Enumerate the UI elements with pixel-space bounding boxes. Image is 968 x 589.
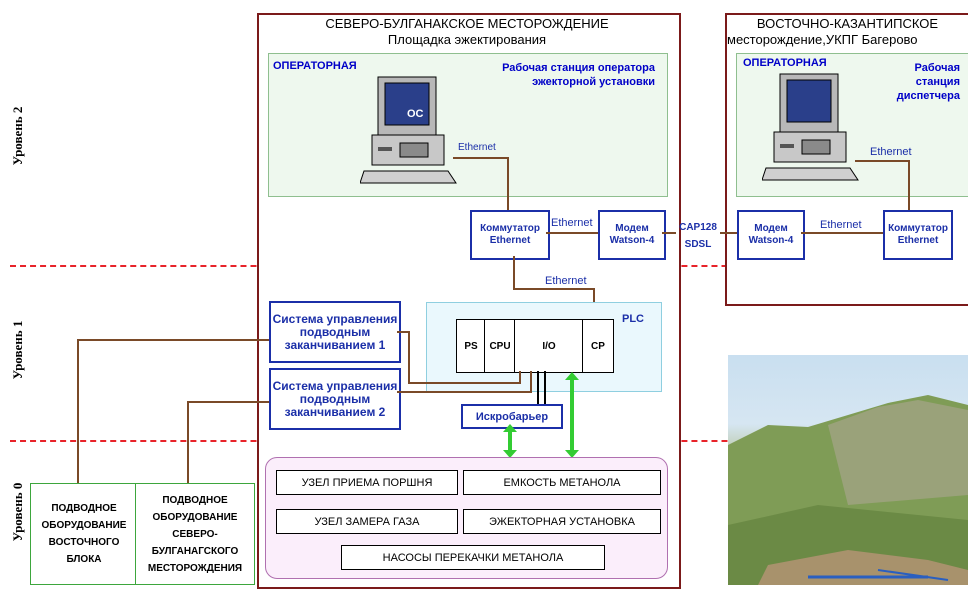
north-pc-label: OC: [407, 108, 424, 120]
east-operator-room-label: ОПЕРАТОРНАЯ: [743, 57, 827, 69]
ejector-unit[interactable]: ЭЖЕКТОРНАЯ УСТАНОВКА: [463, 509, 661, 534]
wire-pc-switch-h: [453, 157, 508, 159]
plc-label: PLC: [622, 313, 644, 325]
wire-io-barrier-1: [537, 371, 539, 404]
wire-sys1-io-h2: [408, 382, 520, 384]
methanol-tank[interactable]: ЕМКОСТЬ МЕТАНОЛА: [463, 470, 661, 495]
east-ethernet-modem-switch-label: Ethernet: [820, 219, 862, 231]
subsea-equipment-north[interactable]: ПОДВОДНОЕ ОБОРУДОВАНИЕ СЕВЕРО-БУЛГАНАГСК…: [135, 483, 255, 585]
spark-barrier[interactable]: Искробарьер: [461, 404, 563, 429]
wire-sys1-io-v: [408, 331, 410, 383]
wire-north-equipment-h: [187, 401, 269, 403]
level-1-label: Уровень 1: [10, 320, 25, 380]
north-ethernet-switch[interactable]: Коммутатор Ethernet: [470, 210, 550, 260]
computer-icon[interactable]: [360, 75, 460, 187]
plc-module-cp[interactable]: CP: [582, 319, 614, 373]
north-ethernet-pc-label: Ethernet: [458, 142, 496, 153]
north-operator-room: [268, 53, 668, 197]
link-label: CAP128 SDSL: [679, 222, 717, 250]
wire-link-east-modem: [720, 232, 737, 234]
wire-sys1-io-h: [397, 331, 409, 333]
wire-pc-switch-v: [507, 157, 509, 210]
subsea-control-system-1[interactable]: Система управления подводным заканчивани…: [269, 301, 401, 363]
pig-receiver-unit[interactable]: УЗЕЛ ПРИЕМА ПОРШНЯ: [276, 470, 458, 495]
wire-switch-plc-h: [513, 288, 594, 290]
wire-sys2-io-v: [530, 371, 532, 393]
wire-east-equipment-v: [77, 339, 79, 483]
wire-io-barrier-2: [544, 371, 546, 404]
wire-north-equipment-v: [187, 401, 189, 483]
wire-sys2-io-h: [397, 391, 531, 393]
level-2-label: Уровень 2: [10, 106, 25, 166]
north-operator-room-label: ОПЕРАТОРНАЯ: [273, 60, 357, 72]
wire-east-pc-switch-v: [908, 160, 910, 210]
level-0-label: Уровень 0: [10, 482, 25, 542]
barrier-to-units-arrow: [503, 424, 517, 458]
east-workstation-label: Рабочая станция диспетчера: [896, 62, 960, 102]
north-ethernet-switch-modem-label: Ethernet: [551, 217, 593, 229]
wire-east-modem-switch: [801, 232, 883, 234]
plc-module-ps[interactable]: PS: [456, 319, 486, 373]
wire-north-modem-link: [662, 232, 676, 234]
wire-sys1-io-v2: [519, 371, 521, 384]
east-modem[interactable]: Модем Watson-4: [737, 210, 805, 260]
north-ethernet-plc-label: Ethernet: [545, 275, 587, 287]
wire-east-pc-switch-h: [855, 160, 909, 162]
computer-icon[interactable]: [762, 72, 862, 184]
east-ethernet-switch[interactable]: Коммутатор Ethernet: [883, 210, 953, 260]
wire-switch-plc-v1: [513, 256, 515, 289]
plc-module-cpu[interactable]: CPU: [484, 319, 516, 373]
subsea-equipment-east[interactable]: ПОДВОДНОЕ ОБОРУДОВАНИЕ ВОСТОЧНОГО БЛОКА: [30, 483, 138, 585]
wire-east-equipment-h: [77, 339, 269, 341]
north-site-title: СЕВЕРО-БУЛГАНАКСКОЕ МЕСТОРОЖДЕНИЕ Площад…: [325, 16, 609, 47]
north-modem[interactable]: Модем Watson-4: [598, 210, 666, 260]
wire-switch-modem: [546, 232, 598, 234]
methanol-pumps[interactable]: НАСОСЫ ПЕРЕКАЧКИ МЕТАНОЛА: [341, 545, 605, 570]
east-site-title: ВОСТОЧНО-КАЗАНТИПСКОЕ месторождение,УКПГ…: [727, 16, 939, 47]
plc-to-units-arrow: [565, 372, 579, 458]
plc-module-io[interactable]: I/O: [514, 319, 584, 373]
site-photo: [728, 355, 968, 585]
east-ethernet-pc-label: Ethernet: [870, 146, 912, 158]
north-workstation-label: Рабочая станция оператора эжекторной уст…: [502, 62, 655, 88]
subsea-control-system-2[interactable]: Система управления подводным заканчивани…: [269, 368, 401, 430]
gas-metering-unit[interactable]: УЗЕЛ ЗАМЕРА ГАЗА: [276, 509, 458, 534]
